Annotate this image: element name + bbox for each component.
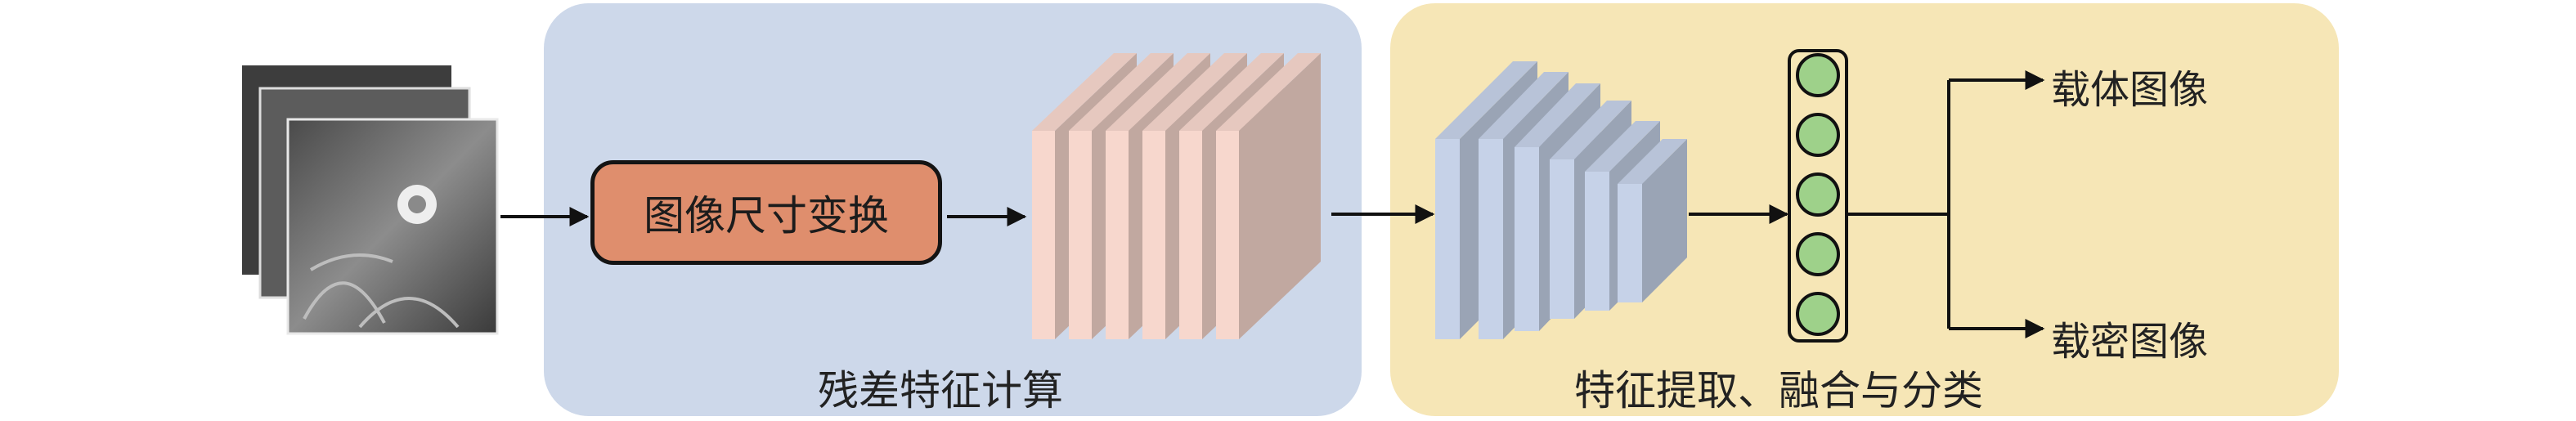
residual-layer xyxy=(1216,53,1321,339)
resize-node: 图像尺寸变换 xyxy=(590,160,942,265)
extract-stage-label: 特征提取、融合与分类 xyxy=(1574,367,1983,414)
neuron-icon xyxy=(1796,232,1840,276)
neuron-icon xyxy=(1796,172,1840,217)
stego-image-label: 载密图像 xyxy=(2051,319,2209,365)
cover-image-label: 载体图像 xyxy=(2051,67,2209,113)
output-branch xyxy=(1847,70,2045,338)
neuron-column xyxy=(1788,49,1848,343)
extract-layer xyxy=(1618,139,1687,302)
neuron-icon xyxy=(1796,113,1840,157)
residual-feature-layers xyxy=(1032,53,1321,339)
neuron-icon xyxy=(1796,292,1840,336)
residual-stage-label: 残差特征计算 xyxy=(818,367,1063,414)
resize-label: 图像尺寸变换 xyxy=(644,192,889,240)
input-image-stack xyxy=(242,65,499,335)
neuron-icon xyxy=(1796,53,1840,97)
extract-feature-layers xyxy=(1435,61,1687,339)
